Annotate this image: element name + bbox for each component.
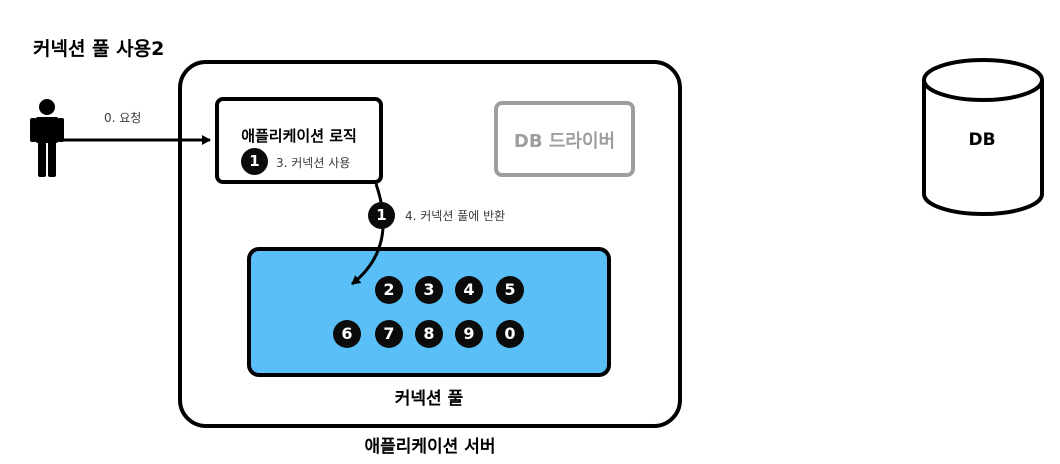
pool-connection: 2 [375,276,403,304]
pool-connection: 0 [496,320,524,348]
returning-connection-badge: 1 [368,202,395,229]
request-step-label: 0. 요청 [104,111,142,125]
database-cylinder-icon [922,58,1044,216]
pool-connection: 8 [415,320,443,348]
pool-connection: 9 [455,320,483,348]
connection-pool-box [247,247,611,377]
person-icon [30,99,64,177]
page-title: 커넥션 풀 사용2 [33,38,165,60]
pool-connection: 3 [415,276,443,304]
pool-connection: 6 [333,320,361,348]
connection-pool-label: 커넥션 풀 [394,389,464,409]
return-arrow [351,183,385,286]
application-server-label: 애플리케이션 서버 [364,437,496,457]
db-driver-label: DB 드라이버 [513,131,616,152]
db-driver-box: DB 드라이버 [494,101,635,177]
use-connection-step-label: 3. 커넥션 사용 [276,156,351,170]
application-logic-label: 애플리케이션 로직 [241,127,357,145]
return-connection-step-label: 4. 커넥션 풀에 반환 [405,209,506,223]
pool-connection: 7 [375,320,403,348]
db-label: DB [968,130,996,150]
active-connection-badge: 1 [241,148,268,175]
pool-connection: 5 [496,276,524,304]
pool-connection: 4 [455,276,483,304]
